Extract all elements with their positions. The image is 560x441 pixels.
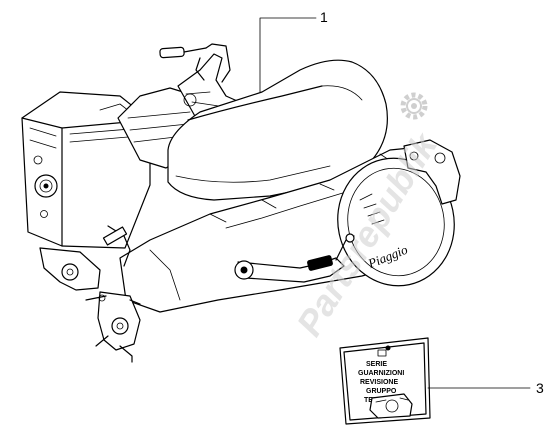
kickstart-lever xyxy=(234,233,355,283)
cooling-shroud xyxy=(167,59,388,201)
gasket-kit[interactable]: SERIE GUARNIZIONI REVISIONE GRUPPO TERMI… xyxy=(339,337,431,425)
cylinder-block xyxy=(21,91,151,249)
kit-label-line-4: GRUPPO xyxy=(366,388,397,395)
engine-assembly[interactable]: Piaggio xyxy=(21,43,466,363)
kit-label-line-2: GUARNIZIONI xyxy=(358,370,404,377)
gear-icon xyxy=(400,92,428,120)
clutch-cover: Piaggio xyxy=(337,157,455,287)
kit-label-line-3: REVISIONE xyxy=(360,379,398,386)
callout-number-1: 1 xyxy=(320,9,328,25)
kit-label-line-1: SERIE xyxy=(366,361,387,368)
rear-drive xyxy=(403,139,461,205)
lower-crankcase xyxy=(39,225,141,363)
callout-3: 3 xyxy=(427,380,544,396)
callout-number-3: 3 xyxy=(536,380,544,396)
callout-1: 1 xyxy=(259,9,328,93)
